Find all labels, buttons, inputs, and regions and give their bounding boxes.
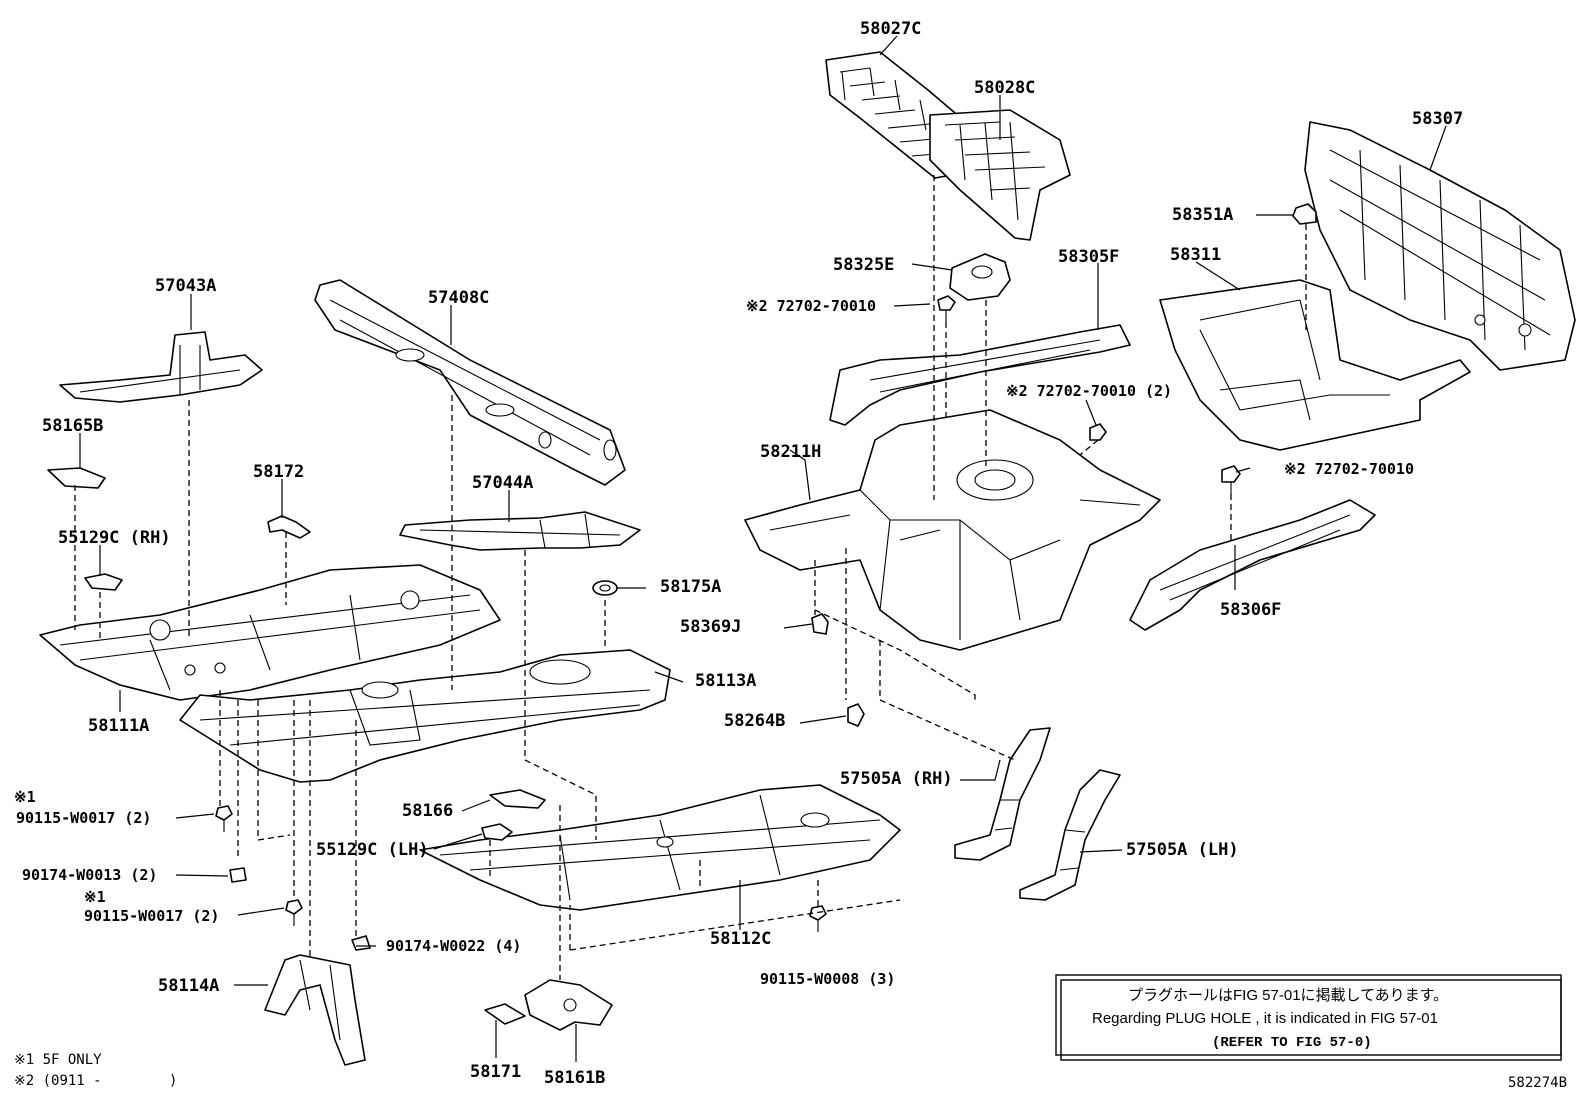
part-57044A-drawing [399, 511, 641, 551]
bolt-72702-70010-c-drawing [1221, 465, 1241, 494]
note-line-jp: プラグホールはFIG 57-01に掲載してあります。 [1128, 987, 1448, 1004]
label-90174-W0022: 90174-W0022 (4) [386, 937, 521, 955]
part-58264B-drawing [847, 703, 865, 727]
label-58369J: 58369J [680, 617, 741, 637]
label-90115-W0008: 90115-W0008 (3) [760, 970, 895, 988]
footnote-date-range: ※2 (0911 - ) [14, 1073, 177, 1089]
label-55129C-LH: 55129C (LH) [316, 840, 429, 860]
label-90115-W0017-b: 90115-W0017 (2) [84, 907, 219, 925]
label-58171: 58171 [470, 1062, 521, 1082]
label-57408C: 57408C [428, 288, 489, 308]
bolt-90115-W0017-a-drawing [215, 805, 233, 832]
label-58113A: 58113A [695, 671, 756, 691]
part-58369J-drawing [811, 613, 829, 635]
part-58325E-drawing [949, 253, 1011, 301]
nut-90174-W0013-drawing [229, 867, 247, 883]
part-58171-drawing [484, 1003, 526, 1025]
label-58114A: 58114A [158, 976, 219, 996]
label-58112C: 58112C [710, 929, 771, 949]
label-58306F: 58306F [1220, 600, 1281, 620]
part-58306F-drawing [1129, 499, 1376, 631]
note-line-en: Regarding PLUG HOLE , it is indicated in… [1092, 1010, 1438, 1027]
label-90115-W0017-a: 90115-W0017 (2) [16, 809, 151, 827]
footnote-5f-only: ※1 5F ONLY [14, 1052, 102, 1068]
leader-lines [79, 35, 1447, 1062]
part-57408C-drawing [314, 279, 626, 486]
part-58113A-drawing [179, 649, 671, 783]
part-58114A-drawing [264, 954, 366, 1066]
part-57505A-RH-drawing [954, 727, 1051, 861]
part-58351A-drawing [1292, 203, 1317, 225]
label-58028C: 58028C [974, 78, 1035, 98]
part-58111A-drawing [39, 564, 501, 701]
label-mark1-a: ※1 [14, 788, 36, 806]
label-58211H: 58211H [760, 442, 821, 462]
label-57043A: 57043A [155, 276, 216, 296]
label-72702-70010-c: ※2 72702-70010 [1284, 460, 1414, 478]
part-58311-drawing [1159, 279, 1471, 451]
part-55129C-LH-drawing [481, 823, 513, 841]
footnotes: ※1 5F ONLY ※2 (0911 - ) 582274B [14, 1052, 1567, 1091]
label-90174-W0013: 90174-W0013 (2) [22, 866, 157, 884]
part-58211H-drawing [744, 409, 1161, 651]
label-72702-70010-a: ※2 72702-70010 [746, 297, 876, 315]
note-line-refer: (REFER TO FIG 57-0) [1212, 1035, 1372, 1051]
label-57505A-RH: 57505A (RH) [840, 769, 953, 789]
label-mark1-b: ※1 [84, 888, 106, 906]
label-57044A: 57044A [472, 473, 533, 493]
bolt-72702-70010-b-drawing [1089, 423, 1107, 441]
part-58161B-drawing [524, 979, 613, 1031]
part-labels: 58027C 58028C 58307 58351A 58311 58325E … [14, 19, 1463, 1088]
part-57043A-drawing [59, 331, 263, 403]
diagram-id: 582274B [1508, 1075, 1567, 1091]
label-55129C-RH: 55129C (RH) [58, 528, 171, 548]
part-58172-drawing [267, 515, 311, 539]
label-58305F: 58305F [1058, 247, 1119, 267]
label-58166: 58166 [402, 801, 453, 821]
part-58165B-drawing [47, 467, 106, 489]
label-58161B: 58161B [544, 1068, 605, 1088]
label-58325E: 58325E [833, 255, 894, 275]
label-58172: 58172 [253, 462, 304, 482]
plug-hole-note-box: プラグホールはFIG 57-01に掲載してあります。 Regarding PLU… [1055, 974, 1562, 1061]
label-58175A: 58175A [660, 577, 721, 597]
label-72702-70010-b: ※2 72702-70010 (2) [1006, 382, 1172, 400]
part-57505A-LH-drawing [1019, 769, 1121, 901]
part-58028C-drawing [929, 109, 1071, 241]
bolt-90115-W0008-drawing [809, 905, 827, 932]
alignment-dashed-lines [74, 175, 1307, 980]
label-58351A: 58351A [1172, 205, 1233, 225]
label-58027C: 58027C [860, 19, 921, 39]
part-55129C-RH-drawing [84, 573, 123, 591]
bolt-90115-W0017-b-drawing [285, 899, 303, 926]
part-58166-drawing [489, 789, 546, 809]
part-58175A-drawing [592, 580, 618, 596]
label-58307: 58307 [1412, 109, 1463, 129]
part-58307-drawing [1304, 121, 1576, 371]
nut-90174-W0022-drawing [351, 935, 371, 951]
label-58165B: 58165B [42, 416, 103, 436]
label-58311: 58311 [1170, 245, 1221, 265]
part-58305F-drawing [829, 324, 1131, 426]
bolt-72702-70010-a-drawing [937, 295, 956, 322]
part-58112C-drawing [419, 784, 901, 911]
label-57505A-LH: 57505A (LH) [1126, 840, 1239, 860]
label-58111A: 58111A [88, 716, 149, 736]
label-58264B: 58264B [724, 711, 785, 731]
